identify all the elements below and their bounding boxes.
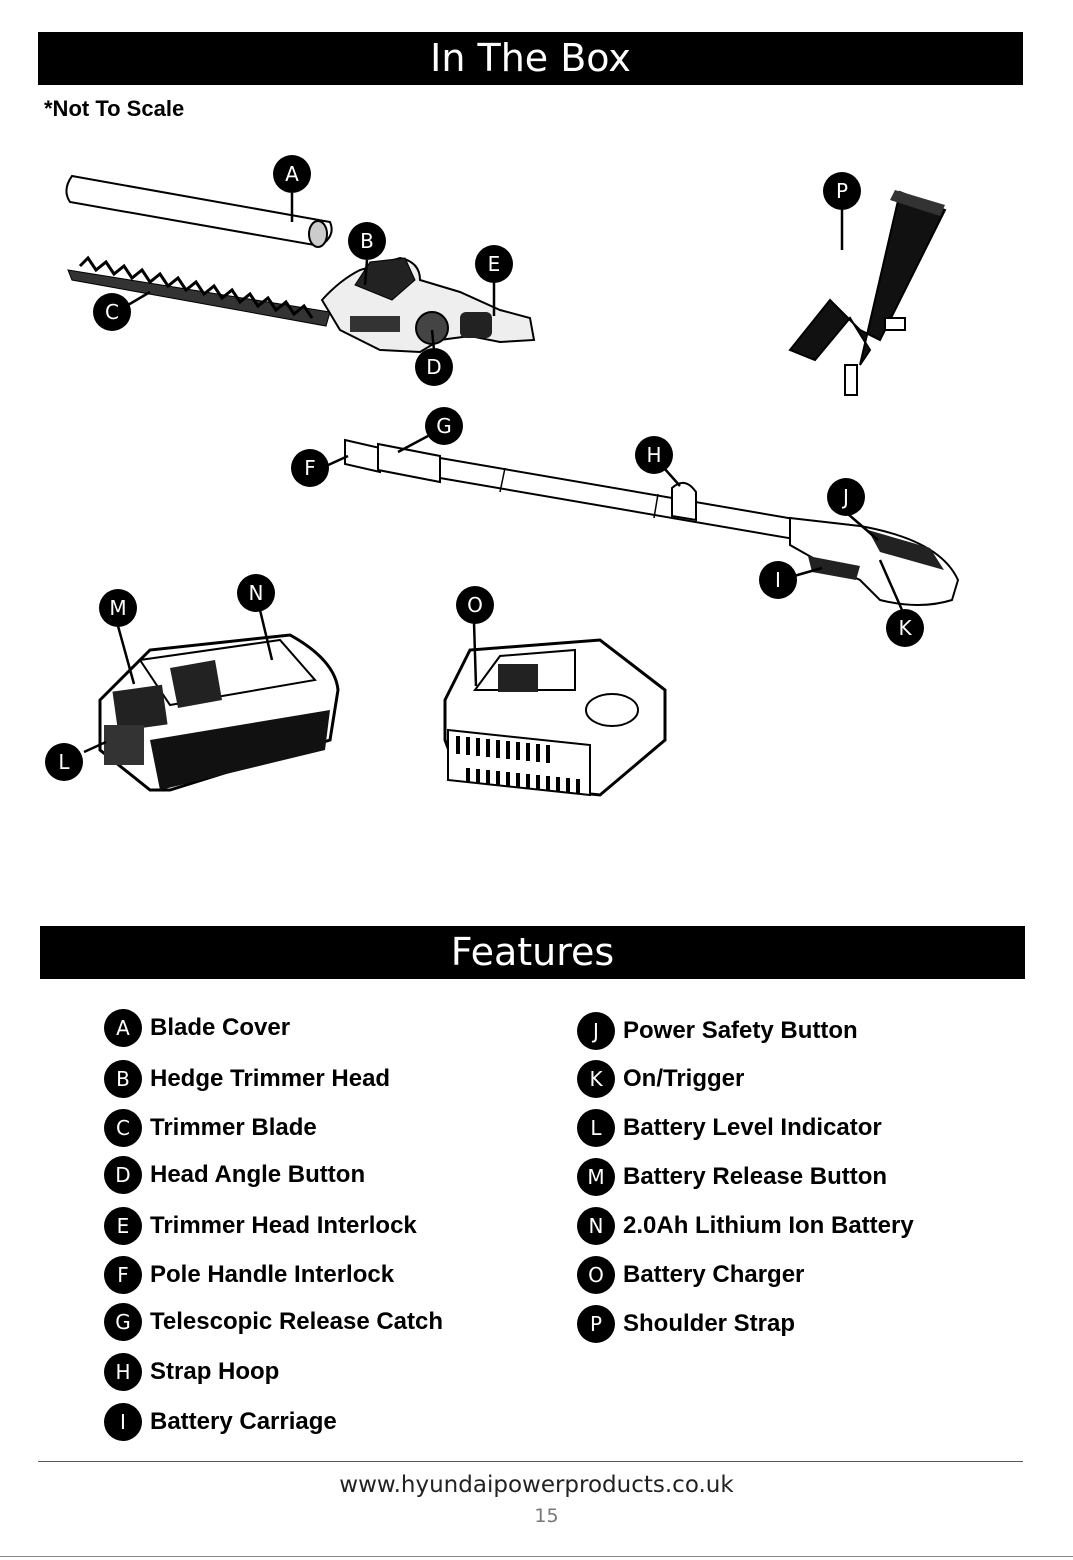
svg-text:P: P: [836, 179, 848, 203]
feature-label: Battery Carriage: [150, 1408, 337, 1435]
feature-trimmer-blade: C Trimmer Blade: [104, 1108, 317, 1148]
bottom-divider: [0, 1556, 1073, 1557]
callout-k: K: [886, 609, 924, 647]
in-the-box-heading: In The Box: [38, 32, 1023, 85]
feature-battery-level-indicator: L Battery Level Indicator: [577, 1108, 882, 1148]
feature-badge: D: [104, 1156, 142, 1194]
features-heading: Features: [40, 926, 1025, 979]
feature-badge: K: [577, 1060, 615, 1098]
callout-o: O: [456, 586, 494, 624]
footer-divider: [38, 1461, 1023, 1462]
callout-f: F: [291, 449, 329, 487]
svg-text:L: L: [58, 750, 70, 774]
feature-label: On/Trigger: [623, 1065, 745, 1092]
callout-j: J: [827, 478, 865, 516]
callout-n: N: [237, 574, 275, 612]
feature-label: Strap Hoop: [150, 1358, 280, 1385]
feature-battery-carriage: I Battery Carriage: [104, 1402, 337, 1442]
feature-label: Telescopic Release Catch: [150, 1308, 444, 1335]
feature-badge: C: [104, 1109, 142, 1147]
svg-text:K: K: [898, 616, 912, 640]
callout-arrows: [83, 193, 904, 754]
feature-badge: M: [577, 1158, 615, 1196]
svg-text:J: J: [841, 485, 849, 509]
charger-drawing: [443, 638, 667, 797]
feature-label: Head Angle Button: [150, 1161, 366, 1188]
svg-text:B: B: [360, 229, 374, 253]
feature-head-angle-button: D Head Angle Button: [104, 1155, 365, 1195]
feature-strap-hoop: H Strap Hoop: [104, 1352, 279, 1392]
page-number: 15: [534, 1505, 559, 1527]
feature-label: Hedge Trimmer Head: [150, 1065, 391, 1092]
callout-a: A: [273, 155, 311, 193]
parts-illustration: A B C D E F G H I J K L M N O P: [45, 155, 960, 797]
feature-badge: G: [104, 1303, 142, 1341]
feature-badge: J: [577, 1012, 615, 1050]
callout-c: C: [93, 293, 131, 331]
feature-badge: I: [104, 1403, 142, 1441]
svg-text:C: C: [105, 300, 119, 324]
feature-label: Battery Level Indicator: [623, 1114, 882, 1141]
feature-label: Shoulder Strap: [623, 1310, 796, 1337]
callout-p: P: [823, 172, 861, 210]
feature-battery-release-button: M Battery Release Button: [577, 1157, 887, 1197]
svg-text:G: G: [436, 414, 452, 438]
svg-text:A: A: [285, 162, 299, 186]
svg-text:E: E: [488, 252, 501, 276]
feature-badge: E: [104, 1207, 142, 1245]
callout-e: E: [475, 245, 513, 283]
callout-g: G: [425, 407, 463, 445]
feature-label: Pole Handle Interlock: [150, 1261, 395, 1288]
svg-text:D: D: [426, 355, 441, 379]
trimmer-blade-drawing: [67, 255, 331, 327]
callout-b: B: [348, 222, 386, 260]
feature-on-trigger: K On/Trigger: [577, 1059, 744, 1099]
feature-blade-cover: A Blade Cover: [104, 1008, 290, 1048]
svg-text:H: H: [646, 443, 661, 467]
feature-label: 2.0Ah Lithium Ion Battery: [623, 1212, 914, 1239]
feature-hedge-trimmer-head: B Hedge Trimmer Head: [104, 1059, 390, 1099]
feature-badge: B: [104, 1060, 142, 1098]
svg-text:F: F: [304, 456, 316, 480]
feature-label: Trimmer Blade: [150, 1114, 317, 1141]
callout-d: D: [415, 348, 453, 386]
feature-badge: A: [104, 1009, 142, 1047]
trimmer-head-drawing: [320, 256, 536, 354]
svg-text:O: O: [467, 593, 483, 617]
feature-badge: P: [577, 1305, 615, 1343]
svg-text:I: I: [775, 568, 781, 592]
feature-label: Trimmer Head Interlock: [150, 1212, 417, 1239]
feature-telescopic-release-catch: G Telescopic Release Catch: [104, 1302, 443, 1342]
pole-handle-drawing: [344, 438, 960, 606]
feature-label: Battery Release Button: [623, 1163, 888, 1190]
feature-label: Battery Charger: [623, 1261, 805, 1288]
feature-label: Power Safety Button: [623, 1017, 858, 1044]
feature-battery-charger: O Battery Charger: [577, 1255, 804, 1295]
svg-text:N: N: [249, 581, 264, 605]
feature-trimmer-head-interlock: E Trimmer Head Interlock: [104, 1206, 417, 1246]
battery-drawing: [98, 633, 340, 792]
callout-m: M: [99, 589, 137, 627]
website-url: www.hyundaipowerproducts.co.uk: [339, 1472, 734, 1498]
feature-label: Blade Cover: [150, 1014, 291, 1041]
shoulder-strap-drawing: [788, 190, 947, 396]
feature-pole-handle-interlock: F Pole Handle Interlock: [104, 1255, 394, 1295]
blade-cover-drawing: [65, 174, 333, 248]
feature-lithium-ion-battery: N 2.0Ah Lithium Ion Battery: [577, 1206, 914, 1246]
callout-l: L: [45, 743, 83, 781]
feature-badge: H: [104, 1353, 142, 1391]
scale-note: *Not To Scale: [44, 96, 185, 121]
feature-power-safety-button: J Power Safety Button: [577, 1011, 858, 1051]
feature-badge: N: [577, 1207, 615, 1245]
callout-h: H: [635, 436, 673, 474]
feature-badge: O: [577, 1256, 615, 1294]
feature-badge: F: [104, 1256, 142, 1294]
feature-badge: L: [577, 1109, 615, 1147]
svg-text:M: M: [109, 596, 126, 620]
feature-shoulder-strap: P Shoulder Strap: [577, 1304, 795, 1344]
callout-i: I: [759, 561, 797, 599]
